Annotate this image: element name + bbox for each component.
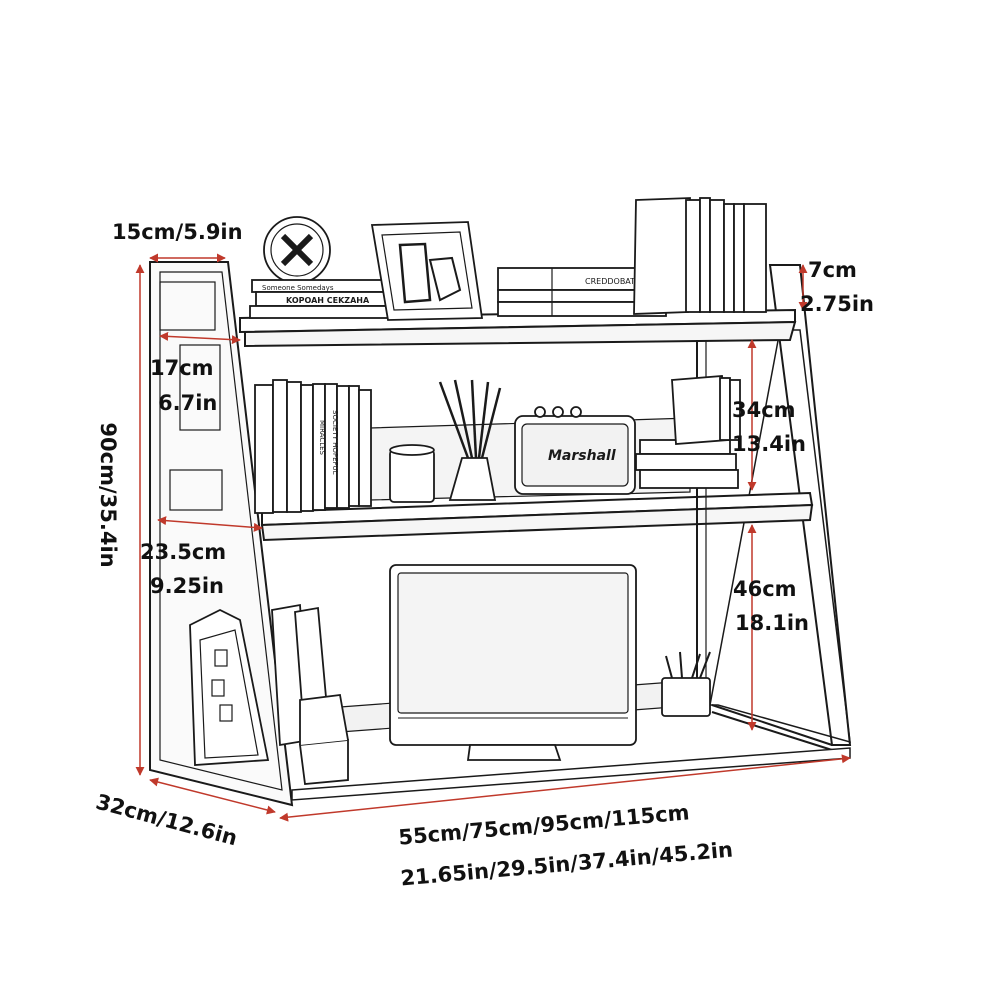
label-bottom-gap-in: 18.1in: [735, 611, 809, 635]
label-side-lower-cm: 23.5cm: [140, 540, 227, 564]
label-top-depth: 15cm/5.9in: [112, 220, 243, 244]
label-middle-gap-cm: 34cm: [732, 398, 796, 422]
speaker: Marshall: [514, 406, 636, 495]
label-top-rail-in: 2.75in: [800, 292, 874, 316]
label-middle-gap-in: 13.4in: [732, 432, 806, 456]
label-side-lower-in: 9.25in: [150, 574, 224, 598]
box-label: CREDDOBAT: [585, 277, 635, 286]
book-spine-4: MIRACLES: [318, 420, 326, 456]
middle-shelf-props: SOCIETY HOPEFUL MIRACLES: [254, 375, 741, 514]
label-top-rail-cm: 7cm: [808, 258, 857, 282]
picture-frame: [370, 221, 484, 321]
magazine-file: [189, 608, 270, 766]
pen-cup: [661, 651, 711, 717]
dimension-lines: [135, 253, 851, 822]
book-spine-2: KOPOAH CEKZAHA: [286, 296, 370, 305]
dim-side-lower: [157, 516, 263, 532]
book-spine-3: SOCIETY HOPEFUL: [331, 410, 339, 475]
dim-width: [279, 754, 851, 822]
book-spine-1: Someone Somedays: [262, 284, 334, 292]
label-bottom-gap-cm: 46cm: [733, 577, 797, 601]
label-total-height: 90cm/35.4in: [96, 422, 120, 568]
clock-icon: [263, 216, 331, 284]
speaker-brand: Marshall: [548, 448, 616, 464]
dim-side-upper: [159, 331, 241, 345]
monitor: [389, 564, 637, 761]
top-shelf-props: Someone Somedays KOPOAH CEKZAHA CREDDOBA…: [249, 197, 767, 321]
label-side-upper-cm: 17cm: [150, 356, 214, 380]
book-stack-middle-right: [635, 375, 741, 489]
candle-jar: [389, 449, 435, 503]
label-side-upper-in: 6.7in: [158, 391, 218, 415]
standing-books-top: [633, 197, 767, 315]
standing-books-middle: SOCIETY HOPEFUL MIRACLES: [254, 379, 372, 514]
dim-base-depth: [149, 777, 276, 815]
reed-diffuser: [438, 379, 502, 501]
